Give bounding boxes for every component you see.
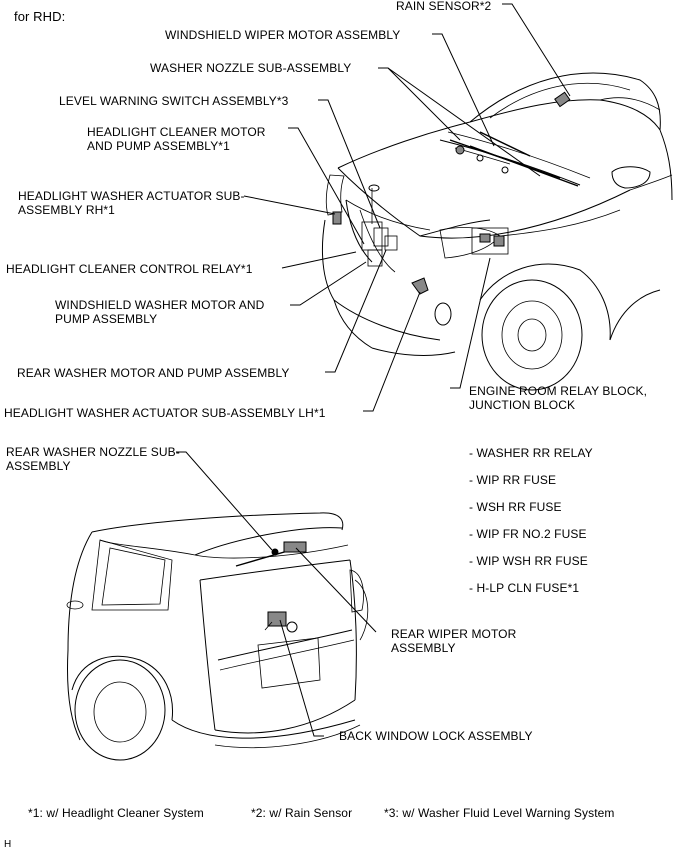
- label-headlight-washer-rh-line2: ASSEMBLY RH*1: [18, 203, 115, 217]
- footnote-washer-fluid: *3: w/ Washer Fluid Level Warning System: [384, 806, 615, 820]
- front-leader-lines: [243, 3, 571, 412]
- label-windshield-washer-motor-line1: WINDSHIELD WASHER MOTOR AND: [55, 298, 265, 312]
- label-headlight-washer-rh-line1: HEADLIGHT WASHER ACTUATOR SUB-: [18, 189, 245, 203]
- relay-block-item: - WSH RR FUSE: [469, 500, 562, 514]
- footnote-rain-sensor: *2: w/ Rain Sensor: [251, 806, 353, 820]
- label-rear-wiper-motor-line1: REAR WIPER MOTOR: [391, 627, 517, 641]
- label-windshield-washer-motor-line2: PUMP ASSEMBLY: [55, 312, 158, 326]
- relay-block-item: - WIP FR NO.2 FUSE: [469, 527, 587, 541]
- label-headlight-cleaner-relay: HEADLIGHT CLEANER CONTROL RELAY*1: [6, 262, 253, 276]
- label-headlight-washer-lh: HEADLIGHT WASHER ACTUATOR SUB-ASSEMBLY L…: [4, 406, 326, 420]
- label-engine-room-relay-line1: ENGINE ROOM RELAY BLOCK,: [469, 384, 647, 398]
- relay-block-item: - H-LP CLN FUSE*1: [469, 581, 580, 595]
- label-back-window-lock: BACK WINDOW LOCK ASSEMBLY: [339, 729, 533, 743]
- label-windshield-wiper-motor: WINDSHIELD WIPER MOTOR ASSEMBLY: [165, 28, 401, 42]
- variant-heading: for RHD:: [14, 9, 66, 24]
- footnote-headlight-cleaner: *1: w/ Headlight Cleaner System: [28, 806, 204, 820]
- label-headlight-cleaner-motor-line2: AND PUMP ASSEMBLY*1: [87, 139, 230, 153]
- label-engine-room-relay-line2: JUNCTION BLOCK: [469, 398, 576, 412]
- label-rear-washer-nozzle-line2: ASSEMBLY: [6, 459, 71, 473]
- relay-block-item: - WIP RR FUSE: [469, 473, 557, 487]
- label-headlight-cleaner-motor-line1: HEADLIGHT CLEANER MOTOR: [87, 125, 266, 139]
- corner-mark: H: [4, 839, 12, 850]
- label-rain-sensor: RAIN SENSOR*2: [396, 0, 492, 13]
- rear-vehicle-drawing: [66, 512, 369, 761]
- label-rear-wiper-motor-line2: ASSEMBLY: [391, 641, 456, 655]
- rear-leader-lines: [176, 451, 377, 737]
- label-washer-nozzle: WASHER NOZZLE SUB-ASSEMBLY: [150, 61, 352, 75]
- label-rear-washer-motor: REAR WASHER MOTOR AND PUMP ASSEMBLY: [17, 366, 290, 380]
- relay-block-item: - WIP WSH RR FUSE: [469, 554, 588, 568]
- front-vehicle-drawing: [321, 72, 673, 391]
- relay-block-item: - WASHER RR RELAY: [469, 446, 593, 460]
- label-rear-washer-nozzle-line1: REAR WASHER NOZZLE SUB-: [6, 445, 180, 459]
- label-level-warning-switch: LEVEL WARNING SWITCH ASSEMBLY*3: [59, 94, 289, 108]
